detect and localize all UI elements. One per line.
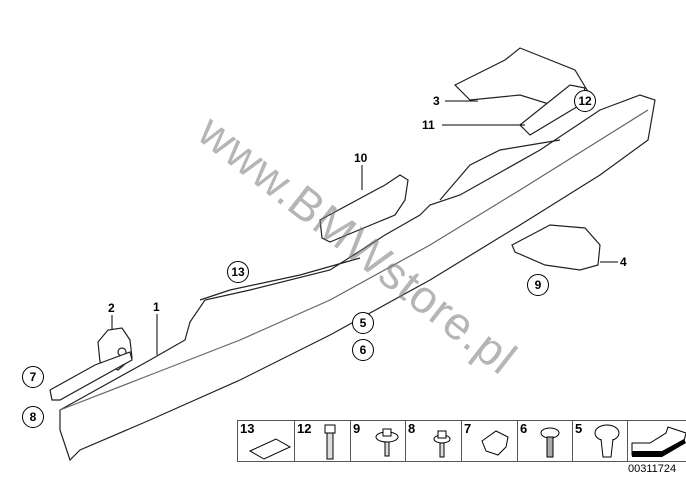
callout-3: 3 xyxy=(433,94,440,108)
legend-item-12: 12 xyxy=(295,421,351,461)
legend-item-8: 8 xyxy=(406,421,462,461)
hex-screw-icon xyxy=(433,430,451,458)
bolt-icon xyxy=(324,424,336,460)
callout-11: 11 xyxy=(422,118,435,132)
legend-number: 8 xyxy=(408,421,416,436)
callout-2: 2 xyxy=(108,301,115,315)
callout-5: 5 xyxy=(352,312,374,334)
legend-item-7: 7 xyxy=(462,421,518,461)
legend-number: 13 xyxy=(240,421,255,436)
collar-screw-icon xyxy=(375,428,399,457)
bracket-part-4 xyxy=(511,224,601,271)
clip-nut-icon xyxy=(481,430,509,456)
diagram-part-number: 00311724 xyxy=(628,463,677,475)
legend-number: 9 xyxy=(353,421,361,436)
callout-9: 9 xyxy=(527,274,549,296)
callout-1: 1 xyxy=(153,300,160,314)
bracket-part-10 xyxy=(319,174,409,243)
strip-part xyxy=(49,351,133,401)
legend-item-5: 5 xyxy=(573,421,628,461)
legend-item-13: 13 xyxy=(238,421,295,461)
callout-4: 4 xyxy=(620,255,627,269)
callout-6: 6 xyxy=(352,339,374,361)
callout-13: 13 xyxy=(227,261,249,283)
expanding-rivet-icon xyxy=(594,424,620,458)
arrow-icon xyxy=(631,426,686,457)
legend-number: 6 xyxy=(520,421,528,436)
fastener-legend: 13 12 9 8 7 6 5 xyxy=(237,420,686,462)
legend-number: 5 xyxy=(575,421,583,436)
callout-8: 8 xyxy=(22,406,44,428)
legend-number: 7 xyxy=(464,421,472,436)
side-sill-part xyxy=(59,94,656,462)
legend-item-6: 6 xyxy=(518,421,573,461)
legend-number: 12 xyxy=(297,421,312,436)
plug-icon xyxy=(540,427,560,458)
callout-10: 10 xyxy=(354,151,368,165)
legend-item-9: 9 xyxy=(351,421,406,461)
pad-icon xyxy=(248,438,292,460)
legend-arrow xyxy=(628,421,686,461)
callout-12: 12 xyxy=(574,90,596,112)
callout-7: 7 xyxy=(22,366,44,388)
